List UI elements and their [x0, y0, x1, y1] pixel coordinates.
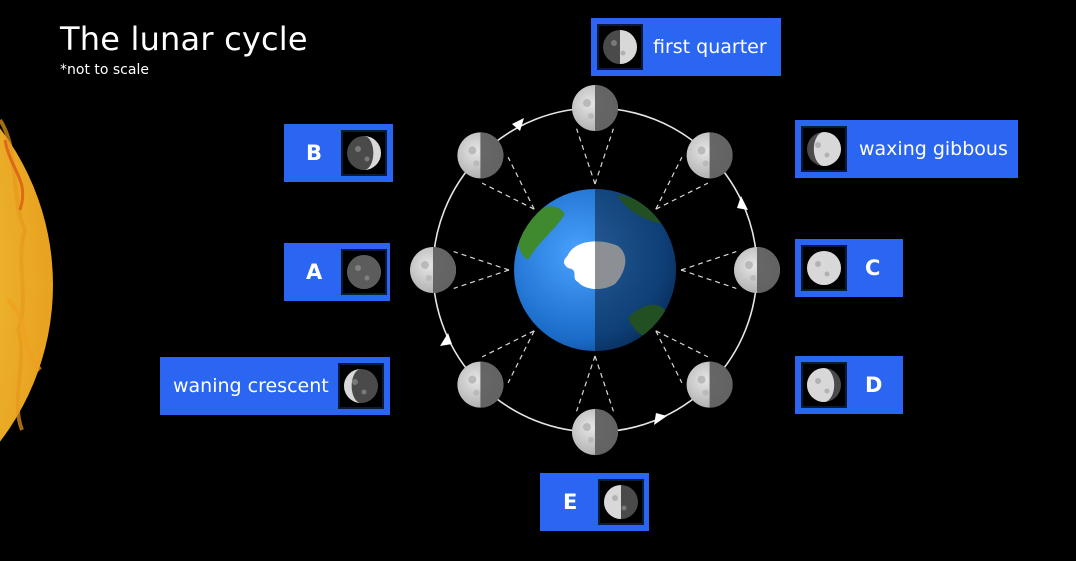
waxing-gibbous-moon-icon [801, 126, 847, 172]
card-waxing-gibbous-label: waxing gibbous [859, 138, 1008, 160]
orbit-arrow-top-left [512, 118, 524, 131]
sun [0, 118, 53, 442]
orbit-arrow-right [737, 196, 748, 210]
orbit-moon-lower-left [457, 361, 504, 408]
orbit-moon-bottom [572, 409, 618, 455]
orbit-direction-arrows [440, 118, 748, 425]
sunlight-dash-lower-left [507, 330, 535, 384]
orbit-moon-upper-left [457, 132, 504, 179]
sunlight-dash-upper-left [481, 182, 535, 210]
card-first-quarter-label: first quarter [653, 36, 767, 58]
last-quarter-moon-icon [598, 479, 644, 525]
card-waning-crescent-label: waning crescent [173, 375, 329, 397]
new-moon-icon [341, 249, 387, 295]
sunlight-dash-top [594, 128, 614, 185]
card-e: E [540, 473, 649, 531]
waning-gibbous-moon-icon [801, 362, 847, 408]
orbit-moon-upper-right [686, 132, 733, 179]
card-waxing-gibbous: waxing gibbous [795, 120, 1018, 178]
orbit-moon-left [410, 247, 456, 293]
sunlight-dash-lower-left [481, 330, 535, 358]
waning-crescent-moon-icon [338, 363, 384, 409]
waxing-crescent-moon-icon [341, 130, 387, 176]
sunlight-dash-lower-right [655, 330, 709, 358]
card-first-quarter: first quarter [591, 18, 781, 76]
full-moon-icon [801, 245, 847, 291]
sunlight-dash-bottom [576, 355, 596, 412]
card-c-label: C [865, 256, 881, 280]
sunlight-dash-upper-right [655, 182, 709, 210]
sunlight-dash-bottom [594, 355, 614, 412]
sunlight-dash-top [576, 128, 596, 185]
orbit-arrow-bottom-right [654, 413, 667, 425]
sunlight-dash-upper-right [655, 156, 683, 210]
earth [514, 189, 676, 351]
card-d-label: D [865, 373, 883, 397]
page-subtitle: *not to scale [60, 62, 149, 78]
card-e-label: E [563, 490, 578, 514]
sunlight-dash-right [680, 269, 737, 289]
card-c: C [795, 239, 903, 297]
sunlight-dashes [453, 128, 737, 412]
card-a-label: A [306, 260, 323, 284]
card-b-label: B [306, 141, 323, 165]
sunlight-dash-lower-right [655, 330, 683, 384]
moon-positions [410, 85, 780, 455]
orbit-moon-lower-right [686, 361, 733, 408]
page-title: The lunar cycle [60, 20, 308, 58]
orbit-moon-top [572, 85, 618, 131]
sunlight-dash-right [680, 251, 737, 271]
card-d: D [795, 356, 903, 414]
sunlight-dash-left [453, 251, 510, 271]
sunlight-dash-left [453, 269, 510, 289]
orbit-arrow-left [440, 333, 452, 346]
orbit-moon-right [734, 247, 780, 293]
first-quarter-moon-icon [597, 24, 643, 70]
sunlight-dash-upper-left [507, 156, 535, 210]
card-waning-crescent: waning crescent [160, 357, 390, 415]
card-b: B [284, 124, 393, 182]
card-a: A [284, 243, 390, 301]
